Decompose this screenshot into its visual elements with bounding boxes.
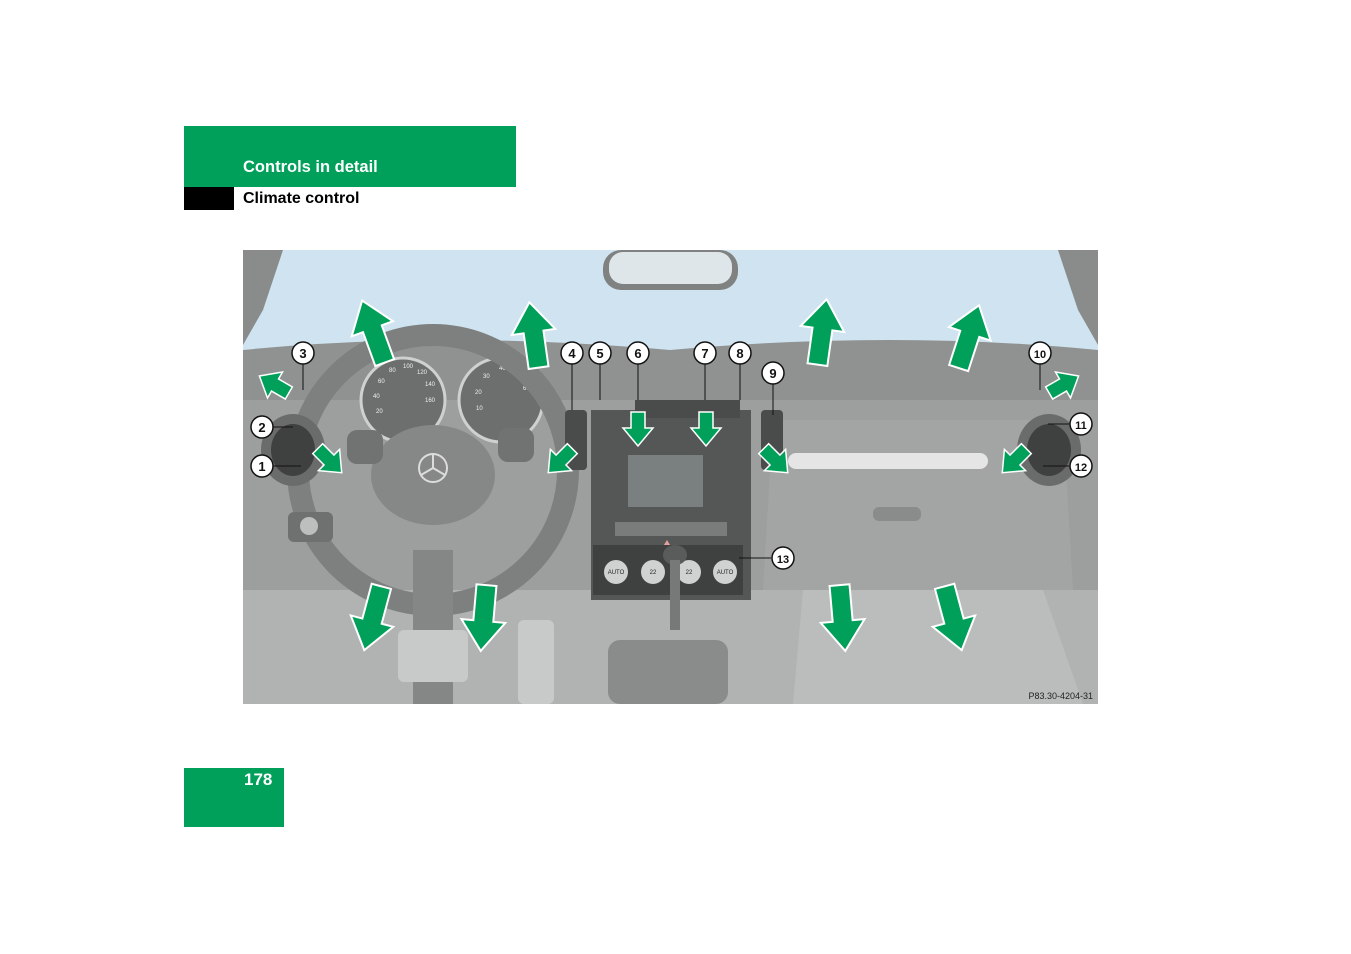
svg-text:3: 3 (299, 346, 306, 361)
svg-text:10: 10 (476, 406, 483, 412)
vent-callout-8: 8 (728, 341, 752, 365)
svg-text:1: 1 (258, 459, 265, 474)
svg-text:7: 7 (701, 346, 708, 361)
svg-text:AUTO: AUTO (608, 570, 625, 576)
svg-text:60: 60 (523, 386, 530, 392)
vent-callout-10: 10 (1028, 341, 1052, 365)
svg-text:80: 80 (389, 368, 396, 374)
svg-text:60: 60 (378, 379, 385, 385)
page-number-tab (184, 768, 284, 827)
subsection-marker (184, 187, 234, 210)
svg-text:8: 8 (736, 346, 743, 361)
vent-callout-4: 4 (560, 341, 584, 365)
svg-text:10: 10 (1034, 349, 1046, 361)
svg-text:2: 2 (258, 420, 265, 435)
svg-text:6: 6 (634, 346, 641, 361)
svg-text:30: 30 (483, 374, 490, 380)
svg-text:9: 9 (769, 366, 776, 381)
svg-text:4: 4 (568, 346, 576, 361)
svg-text:20: 20 (376, 409, 383, 415)
vent-callout-2: 2 (250, 415, 274, 439)
svg-text:13: 13 (777, 554, 789, 566)
svg-text:5: 5 (596, 346, 603, 361)
section-title: Controls in detail (243, 158, 378, 176)
svg-text:160: 160 (425, 398, 436, 404)
vent-callout-9: 9 (761, 361, 785, 385)
vent-callout-12: 12 (1069, 454, 1093, 478)
vent-callout-7: 7 (693, 341, 717, 365)
svg-text:11: 11 (1075, 420, 1087, 432)
svg-text:40: 40 (373, 394, 380, 400)
section-header-tab (184, 126, 516, 187)
subsection-title: Climate control (243, 190, 360, 207)
svg-text:140: 140 (425, 382, 436, 388)
dashboard-vents-illustration: 20 40 60 80 100 120 140 160 10 20 30 40 … (243, 250, 1098, 704)
page-number: 178 (244, 770, 273, 789)
svg-text:120: 120 (417, 370, 428, 376)
vent-callout-13: 13 (771, 546, 795, 570)
climate-knobs: AUTO 22 22 AUTO (604, 560, 737, 584)
vent-callout-3: 3 (291, 341, 315, 365)
figure-reference-code: P83.30-4204-31 (1028, 691, 1093, 701)
svg-text:100: 100 (403, 364, 414, 370)
svg-text:12: 12 (1075, 462, 1087, 474)
svg-text:20: 20 (475, 390, 482, 396)
vent-callout-1: 1 (250, 454, 274, 478)
svg-text:22: 22 (686, 570, 693, 576)
svg-text:40: 40 (499, 366, 506, 372)
vent-callout-5: 5 (588, 341, 612, 365)
vent-callout-6: 6 (626, 341, 650, 365)
svg-text:AUTO: AUTO (717, 570, 734, 576)
mercedes-star-icon (418, 453, 448, 483)
vent-callout-11: 11 (1069, 412, 1093, 436)
svg-text:22: 22 (650, 570, 657, 576)
